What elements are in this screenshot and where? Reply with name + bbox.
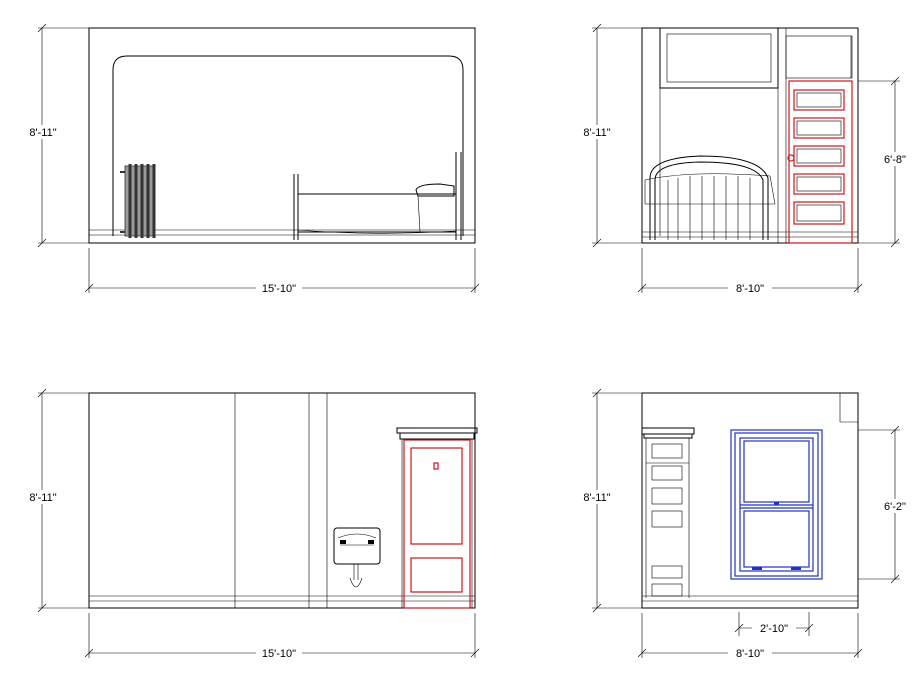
elevation-south: 8'-11" 15'-10": [26, 388, 480, 660]
door-south: [396, 427, 478, 609]
width-dimension: 8'-10": [736, 648, 764, 660]
wall-sink: [333, 527, 381, 588]
height-dimension: 8'-11": [29, 492, 56, 504]
radiator: [120, 164, 156, 238]
door-height-dimension: 6'-8": [884, 154, 906, 166]
height-dimension: 8'-11": [583, 127, 610, 139]
arched-alcove: [112, 55, 464, 236]
elevation-west: 8'-11" 6'-2" 2'-10" 8'-10": [580, 388, 912, 660]
dresser: [641, 427, 695, 598]
elevation-east: 8'-11" 6'-8" 8'-10": [580, 23, 912, 295]
height-dimension: 8'-11": [583, 492, 610, 504]
elevation-north: 8'-11" 15'-10": [26, 23, 480, 295]
bed-side-view: [293, 152, 462, 240]
wall-outline: [641, 392, 859, 609]
pillow: [415, 183, 455, 197]
wall-outline: [88, 392, 476, 609]
door-knob: [787, 154, 795, 162]
bed-end-view: [644, 155, 776, 240]
window-height-dimension: 6'-2": [884, 501, 906, 513]
width-dimension: 8'-10": [736, 283, 764, 295]
height-dimension: 8'-11": [29, 127, 56, 139]
width-dimension: 15'-10": [262, 283, 296, 295]
width-dimension: 15'-10": [262, 648, 296, 660]
window-offset-dimension: 2'-10": [760, 623, 788, 635]
double-hung-window: [730, 429, 823, 580]
door-east: [787, 80, 853, 244]
